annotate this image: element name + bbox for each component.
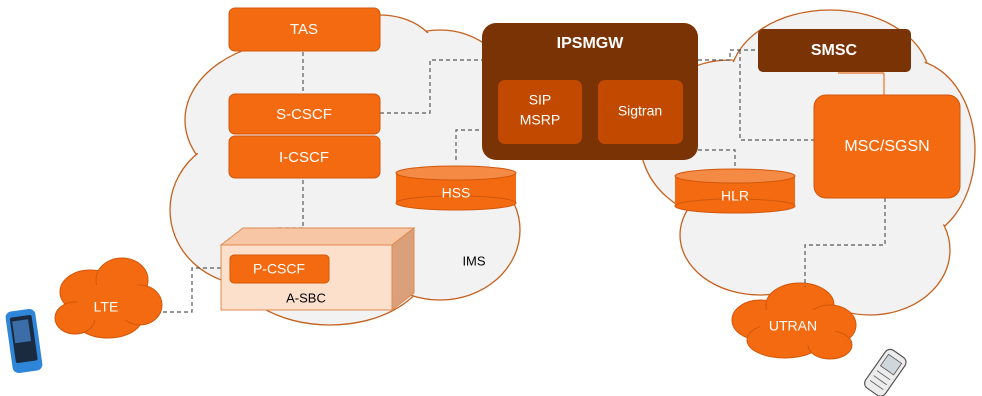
hss-label: HSS	[442, 185, 471, 201]
sigtran-label: Sigtran	[618, 103, 662, 119]
utran-label: UTRAN	[769, 318, 817, 334]
connections	[163, 49, 886, 313]
i-cscf-node: I-CSCF	[228, 135, 381, 179]
a-sbc-label: A-SBC	[286, 290, 326, 305]
i-cscf-label: I-CSCF	[279, 149, 329, 166]
msrp-label: MSRP	[520, 112, 560, 128]
s-cscf-node: S-CSCF	[228, 93, 381, 135]
smartphone-icon	[5, 308, 43, 374]
lte-label: LTE	[94, 299, 119, 315]
lte-cloud: LTE	[54, 257, 163, 339]
feature-phone-icon	[864, 348, 907, 396]
hlr-database: HLR	[674, 168, 796, 214]
tas-label: TAS	[290, 21, 318, 38]
hss-database: HSS	[395, 165, 517, 211]
s-cscf-label: S-CSCF	[276, 106, 332, 123]
p-cscf-label: P-CSCF	[253, 261, 305, 277]
msc-sgsn-label: MSC/SGSN	[844, 138, 929, 155]
ipsmgw-node: IPSMGW SIP MSRP Sigtran	[482, 23, 698, 160]
hlr-label: HLR	[721, 188, 749, 204]
tas-node: TAS	[228, 7, 381, 52]
msc-sgsn-node: MSC/SGSN	[813, 94, 961, 199]
utran-cloud: UTRAN	[731, 282, 857, 360]
ipsmgw-label: IPSMGW	[557, 35, 625, 52]
smsc-label: SMSC	[811, 42, 858, 59]
sip-label: SIP	[529, 92, 552, 108]
smsc-node: SMSC	[758, 29, 911, 72]
p-cscf-node: P-CSCF	[229, 254, 330, 284]
ims-label: IMS	[462, 253, 485, 268]
